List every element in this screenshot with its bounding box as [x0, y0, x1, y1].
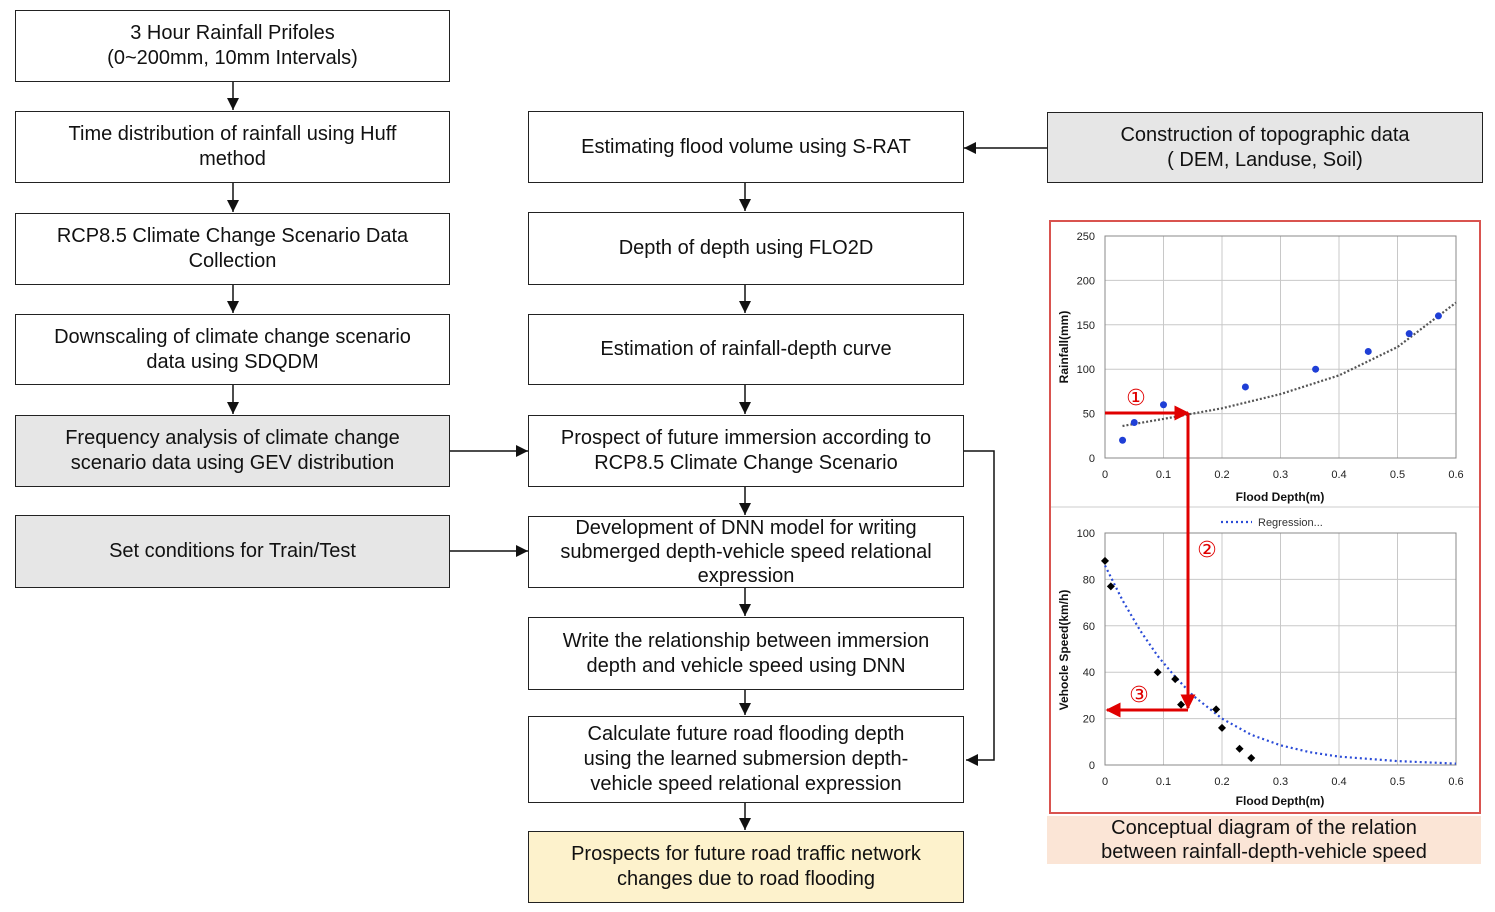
bottom-xtick-label: 0.5	[1390, 776, 1405, 788]
bottom-ytick-label: 100	[1077, 528, 1095, 540]
bottom-ytick-label: 60	[1083, 621, 1095, 633]
top-ytick-label: 50	[1083, 409, 1095, 421]
bottom-data-point	[1153, 668, 1162, 677]
top-xtick-label: 0.4	[1331, 469, 1346, 481]
top-y-axis-label: Rainfall(mm)	[1057, 311, 1071, 384]
top-plot-area	[1104, 235, 1457, 459]
bottom-data-point	[1235, 744, 1244, 753]
bottom-data-point	[1101, 556, 1109, 565]
bottom-data-point	[1212, 705, 1221, 714]
box-rainfall-depth-curve: Estimation of rainfall-depth curve	[528, 314, 964, 385]
bottom-xtick-label: 0.1	[1156, 776, 1171, 788]
box-future-immersion: Prospect of future immersion according t…	[528, 415, 964, 487]
top-ytick-label: 150	[1077, 320, 1095, 332]
bottom-xtick-label: 0.2	[1214, 776, 1229, 788]
top-data-point	[1434, 312, 1442, 320]
top-yticks: 0 50 100 150 200 250	[1077, 231, 1095, 465]
top-xtick-label: 0	[1102, 469, 1108, 481]
bottom-ytick-label: 80	[1083, 574, 1095, 586]
top-data-point	[1119, 436, 1127, 444]
bottom-data-point	[1247, 754, 1256, 763]
diagram-caption: Conceptual diagram of the relation betwe…	[1047, 816, 1481, 864]
box-huff-distribution: Time distribution of rainfall using Huff…	[15, 111, 450, 183]
top-data-point	[1241, 383, 1249, 391]
bottom-plot-area	[1104, 532, 1457, 766]
arrow-c4-c7-loop	[964, 450, 995, 766]
top-x-axis-label: Flood Depth(m)	[1236, 490, 1325, 504]
top-data-point	[1130, 418, 1138, 426]
top-xticks: 0 0.1 0.2 0.3 0.4 0.5 0.6	[1102, 469, 1464, 481]
red-guide-arrows: ① ② ③	[1105, 386, 1217, 718]
box-srat-flood-volume: Estimating flood volume using S-RAT	[528, 111, 964, 183]
box-traffic-network-prospects: Prospects for future road traffic networ…	[528, 831, 964, 903]
step1-marker: ①	[1126, 386, 1146, 411]
top-data-point	[1312, 365, 1320, 373]
bottom-xtick-label: 0.3	[1273, 776, 1288, 788]
bottom-data-point	[1218, 723, 1226, 732]
chart-bottom: 0 20 40 60 80 100 0 0.1 0.2 0.3 0.4 0.5 0.6 Regress…	[1057, 517, 1464, 808]
top-ytick-label: 200	[1077, 275, 1095, 287]
top-xtick-label: 0.2	[1214, 469, 1229, 481]
bottom-xticks: 0 0.1 0.2 0.3 0.4 0.5 0.6	[1102, 776, 1464, 788]
top-xtick-label: 0.1	[1156, 469, 1171, 481]
box-dnn-relationship: Write the relationship between immersion…	[528, 617, 964, 690]
legend-label: Regression...	[1258, 517, 1323, 529]
top-trend-line	[1122, 301, 1457, 428]
bottom-ytick-label: 40	[1083, 667, 1095, 679]
top-xtick-label: 0.6	[1448, 469, 1463, 481]
bottom-data-point	[1106, 582, 1115, 591]
top-data-point	[1160, 401, 1167, 409]
top-ytick-label: 100	[1077, 364, 1095, 376]
top-points	[1119, 312, 1442, 444]
top-xtick-label: 0.3	[1273, 469, 1288, 481]
step3-marker: ③	[1129, 683, 1149, 708]
bottom-yticks: 0 20 40 60 80 100	[1077, 528, 1095, 772]
bottom-xtick-label: 0.6	[1448, 776, 1463, 788]
bottom-xtick-label: 0	[1102, 776, 1108, 788]
top-data-point	[1364, 347, 1372, 355]
bottom-x-axis-label: Flood Depth(m)	[1236, 794, 1325, 808]
bottom-ytick-label: 20	[1083, 714, 1095, 726]
box-rainfall-profiles: 3 Hour Rainfall Prifoles(0~200mm, 10mm I…	[15, 10, 450, 82]
chart-top: 0 50 100 150 200 250 0 0.1 0.2 0.3 0.4 0.5 0.6 Floo…	[1057, 231, 1464, 504]
step2-marker: ②	[1197, 538, 1217, 563]
bottom-y-axis-label: Vehocle Speed(km/h)	[1057, 590, 1071, 711]
top-ytick-label: 250	[1077, 231, 1095, 243]
box-topographic-data: Construction of topographic data( DEM, L…	[1047, 112, 1483, 183]
diagram-frame	[1049, 220, 1481, 814]
bottom-ytick-label: 0	[1089, 760, 1095, 772]
top-ytick-label: 0	[1089, 453, 1095, 465]
box-train-test: Set conditions for Train/Test	[15, 515, 450, 588]
box-flo2d-depth: Depth of depth using FLO2D	[528, 212, 964, 285]
bottom-data-point	[1171, 675, 1180, 684]
bottom-xtick-label: 0.4	[1331, 776, 1346, 788]
top-xtick-label: 0.5	[1390, 469, 1405, 481]
top-data-point	[1405, 330, 1413, 338]
